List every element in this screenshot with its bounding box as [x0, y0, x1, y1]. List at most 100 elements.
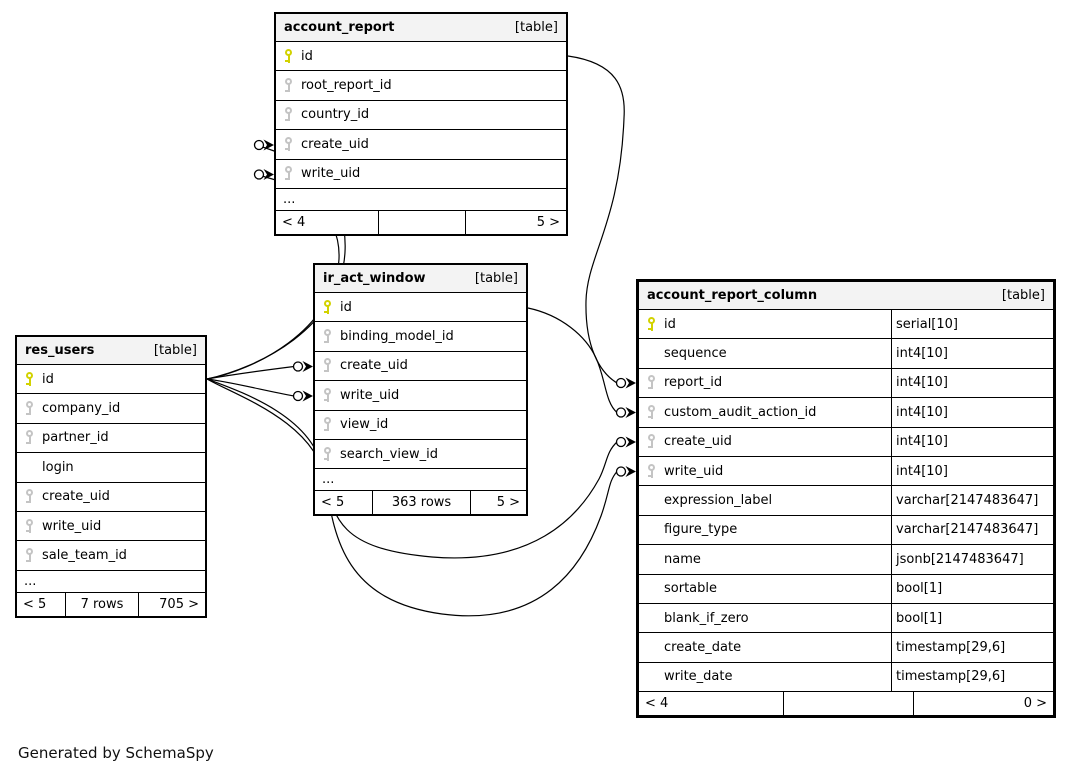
column-name: create_uid — [301, 136, 369, 152]
column-row[interactable]: create_date timestamp[29,6] — [639, 633, 1053, 663]
table-header[interactable]: res_users [table] — [17, 337, 205, 365]
foreign-key-icon — [647, 375, 656, 390]
column-row[interactable]: write_uid — [17, 511, 205, 542]
column-name: create_uid — [340, 358, 408, 374]
column-row[interactable]: login — [17, 453, 205, 483]
footer-row-count: 7 rows — [65, 592, 138, 616]
table-header[interactable]: ir_act_window [table] — [315, 265, 526, 293]
column-row[interactable]: create_uid — [315, 351, 526, 382]
column-type: int4[10] — [891, 456, 1053, 486]
table-footer: < 4 5 > — [276, 210, 566, 234]
table-badge: [table] — [474, 271, 518, 286]
column-row[interactable]: company_id — [17, 394, 205, 424]
column-type: int4[10] — [891, 368, 1053, 398]
foreign-key-icon — [25, 548, 34, 563]
connector-account_report-create_uid — [253, 139, 274, 151]
column-row[interactable]: id — [17, 365, 205, 395]
foreign-key-icon — [25, 489, 34, 504]
footer-prev-count[interactable]: < 4 — [282, 214, 306, 230]
table-ir-act-window[interactable]: ir_act_window [table] id binding_model_id… — [313, 263, 528, 517]
generator-note: Generated by SchemaSpy — [18, 744, 214, 762]
foreign-key-icon — [647, 463, 656, 479]
footer-next-count[interactable]: 0 > — [913, 692, 1053, 716]
column-row[interactable]: id — [276, 42, 566, 72]
no-key-spacer — [647, 640, 656, 655]
primary-key-icon — [284, 48, 293, 64]
column-name: create_date — [664, 639, 742, 655]
column-row[interactable]: write_uid — [315, 381, 526, 411]
column-type: timestamp[29,6] — [891, 633, 1053, 662]
footer-row-count — [378, 210, 465, 234]
column-row[interactable]: search_view_id — [315, 439, 526, 470]
column-name: country_id — [301, 107, 370, 123]
column-type: serial[10] — [891, 310, 1053, 339]
column-row[interactable]: view_id — [315, 410, 526, 440]
column-type: int4[10] — [891, 398, 1053, 427]
rel-res_users.id-ir_act_window.write_uid — [206, 378, 295, 397]
no-key-spacer — [647, 611, 656, 626]
table-badge: [table] — [1001, 288, 1045, 303]
column-row[interactable]: id — [315, 293, 526, 323]
ellipsis-row: ... — [276, 189, 566, 211]
table-footer: < 4 0 > — [639, 692, 1053, 716]
foreign-key-icon — [284, 107, 293, 122]
connector-account_report_column-write_uid — [615, 466, 636, 477]
table-badge: [table] — [514, 20, 558, 35]
column-row[interactable]: create_uid — [276, 130, 566, 160]
footer-prev-count[interactable]: < 5 — [23, 596, 47, 612]
column-name: write_uid — [664, 463, 724, 479]
footer-prev-count[interactable]: < 5 — [321, 495, 345, 511]
column-name: sortable — [664, 581, 717, 597]
column-row[interactable]: report_id int4[10] — [639, 368, 1053, 399]
column-name: name — [664, 551, 701, 567]
column-row[interactable]: sale_team_id — [17, 541, 205, 571]
footer-next-count[interactable]: 5 > — [470, 491, 526, 515]
column-name: report_id — [664, 375, 723, 391]
no-key-spacer — [647, 552, 656, 567]
foreign-key-icon — [25, 401, 34, 416]
foreign-key-icon — [323, 446, 332, 462]
no-key-spacer — [647, 581, 656, 596]
column-row[interactable]: create_uid — [17, 482, 205, 512]
table-header[interactable]: account_report_column [table] — [639, 282, 1053, 310]
connector-account_report_column-custom_audit_action_id — [615, 407, 636, 418]
rel-account_report.id-account_report_column.report_id — [567, 55, 625, 384]
foreign-key-icon — [284, 136, 293, 152]
column-name: create_uid — [664, 434, 732, 450]
footer-row-count: 363 rows — [372, 491, 470, 515]
no-key-spacer — [647, 669, 656, 684]
table-header[interactable]: account_report [table] — [276, 14, 566, 42]
column-name: binding_model_id — [340, 329, 454, 345]
connector-ir_act_window-create_uid — [292, 361, 313, 372]
foreign-key-icon — [25, 518, 34, 534]
table-footer: < 5 363 rows 5 > — [315, 491, 526, 515]
column-row[interactable]: write_uid — [276, 159, 566, 189]
footer-next-count[interactable]: 5 > — [465, 210, 566, 234]
column-row[interactable]: country_id — [276, 100, 566, 131]
column-row[interactable]: partner_id — [17, 423, 205, 454]
connector-account_report-write_uid — [253, 169, 274, 180]
column-name: figure_type — [664, 522, 738, 538]
column-row[interactable]: binding_model_id — [315, 322, 526, 352]
footer-next-count[interactable]: 705 > — [138, 592, 205, 616]
column-name: login — [42, 459, 74, 475]
footer-prev-count[interactable]: < 4 — [645, 696, 669, 712]
column-name: partner_id — [42, 430, 109, 446]
footer-row-count — [783, 692, 913, 716]
column-name: write_uid — [301, 166, 361, 182]
column-row[interactable]: root_report_id — [276, 71, 566, 101]
column-row[interactable]: write_uid int4[10] — [639, 456, 1053, 487]
